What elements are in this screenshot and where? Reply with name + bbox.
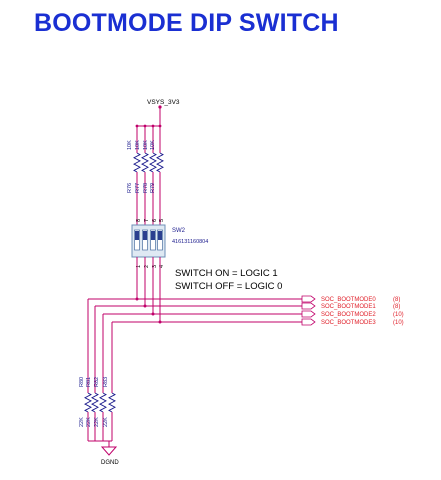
resistor-icon: [108, 392, 116, 413]
signal-name: SOC_BOOTMODE2: [321, 312, 376, 318]
junction-node: [151, 312, 155, 316]
switch-part-number: 416131160804: [172, 239, 208, 245]
switch-pin-bottom: 4: [159, 265, 165, 268]
pullup-node: [158, 124, 162, 128]
resistor-icon: [84, 392, 92, 413]
note-switch-off: SWITCH OFF = LOGIC 0: [175, 281, 282, 292]
dip-switch-pins: 8 1 7 2 6 3 5 4: [136, 219, 165, 268]
signal-nets: SOC_BOOTMODE0 (8) SOC_BOOTMODE1 (8) SOC_BOOT…: [88, 257, 404, 326]
resistor-icon: [149, 152, 157, 173]
off-page-connector-icon: [301, 302, 316, 310]
pullup-ref: R79: [150, 183, 156, 193]
pulldown-resistors: R80 22K R81 22K R82 22K R83 22K: [79, 299, 116, 441]
switch-toggle-icon: [135, 231, 139, 240]
switch-toggle-icon: [151, 231, 155, 240]
ground-symbol-icon: [100, 446, 118, 456]
pulldown-value: 22K: [94, 417, 100, 427]
pulldown-ref: R81: [86, 377, 92, 387]
pullup-value: 10K: [150, 140, 156, 150]
switch-ref: SW2: [172, 228, 186, 234]
junction-node: [158, 320, 162, 324]
signal-name: SOC_BOOTMODE0: [321, 297, 376, 303]
off-page-connector-icon: [301, 295, 316, 303]
pulldown-value: 22K: [86, 417, 92, 427]
off-page-connector-icon: [301, 318, 316, 326]
switch-pin-top: 6: [152, 219, 158, 222]
off-page-connector-icon: [301, 310, 316, 318]
page-title: BOOTMODE DIP SWITCH: [34, 9, 339, 37]
power-net-label: VSYS_3V3: [147, 99, 180, 106]
power-node: [158, 105, 162, 109]
resistor-icon: [91, 392, 99, 413]
resistor-icon: [133, 152, 141, 173]
signal-page-ref: (8): [393, 304, 400, 310]
signal-name: SOC_BOOTMODE1: [321, 304, 376, 310]
pullup-node: [151, 124, 155, 128]
resistor-icon: [99, 392, 107, 413]
pulldown-value: 22K: [79, 417, 85, 427]
pullup-value: 10K: [143, 140, 149, 150]
pulldown-ref: R83: [103, 377, 109, 387]
switch-pin-top: 5: [159, 219, 165, 222]
ground-net-label: DGND: [101, 460, 119, 466]
pulldown-value: 22K: [103, 417, 109, 427]
resistor-icon: [141, 152, 149, 173]
pullup-value: 10K: [127, 140, 133, 150]
junction-node: [135, 297, 139, 301]
resistor-icon: [156, 152, 164, 173]
pullup-resistors: 10K R76 10K R77 10K R78 10K R79: [127, 124, 164, 225]
junction-node: [143, 304, 147, 308]
signal-page-ref: (10): [393, 320, 404, 326]
switch-toggle-icon: [158, 231, 162, 240]
signal-name: SOC_BOOTMODE3: [321, 320, 376, 326]
switch-toggle-icon: [143, 231, 147, 240]
pullup-ref: R77: [135, 183, 141, 193]
note-switch-on: SWITCH ON = LOGIC 1: [175, 268, 278, 279]
switch-pin-top: 7: [144, 219, 150, 222]
signal-page-ref: (10): [393, 312, 404, 318]
pullup-value: 10K: [135, 140, 141, 150]
switch-pin-bottom: 2: [144, 265, 150, 268]
pulldown-ref: R80: [79, 377, 85, 387]
pullup-node: [135, 124, 139, 128]
switch-pin-bottom: 3: [152, 265, 158, 268]
pulldown-ref: R82: [94, 377, 100, 387]
switch-pin-top: 8: [136, 219, 142, 222]
pullup-ref: R76: [127, 183, 133, 193]
pullup-ref: R78: [143, 183, 149, 193]
pullup-node: [143, 124, 147, 128]
dip-switch-toggles: [134, 229, 163, 251]
signal-page-ref: (8): [393, 297, 400, 303]
switch-pin-bottom: 1: [136, 265, 142, 268]
